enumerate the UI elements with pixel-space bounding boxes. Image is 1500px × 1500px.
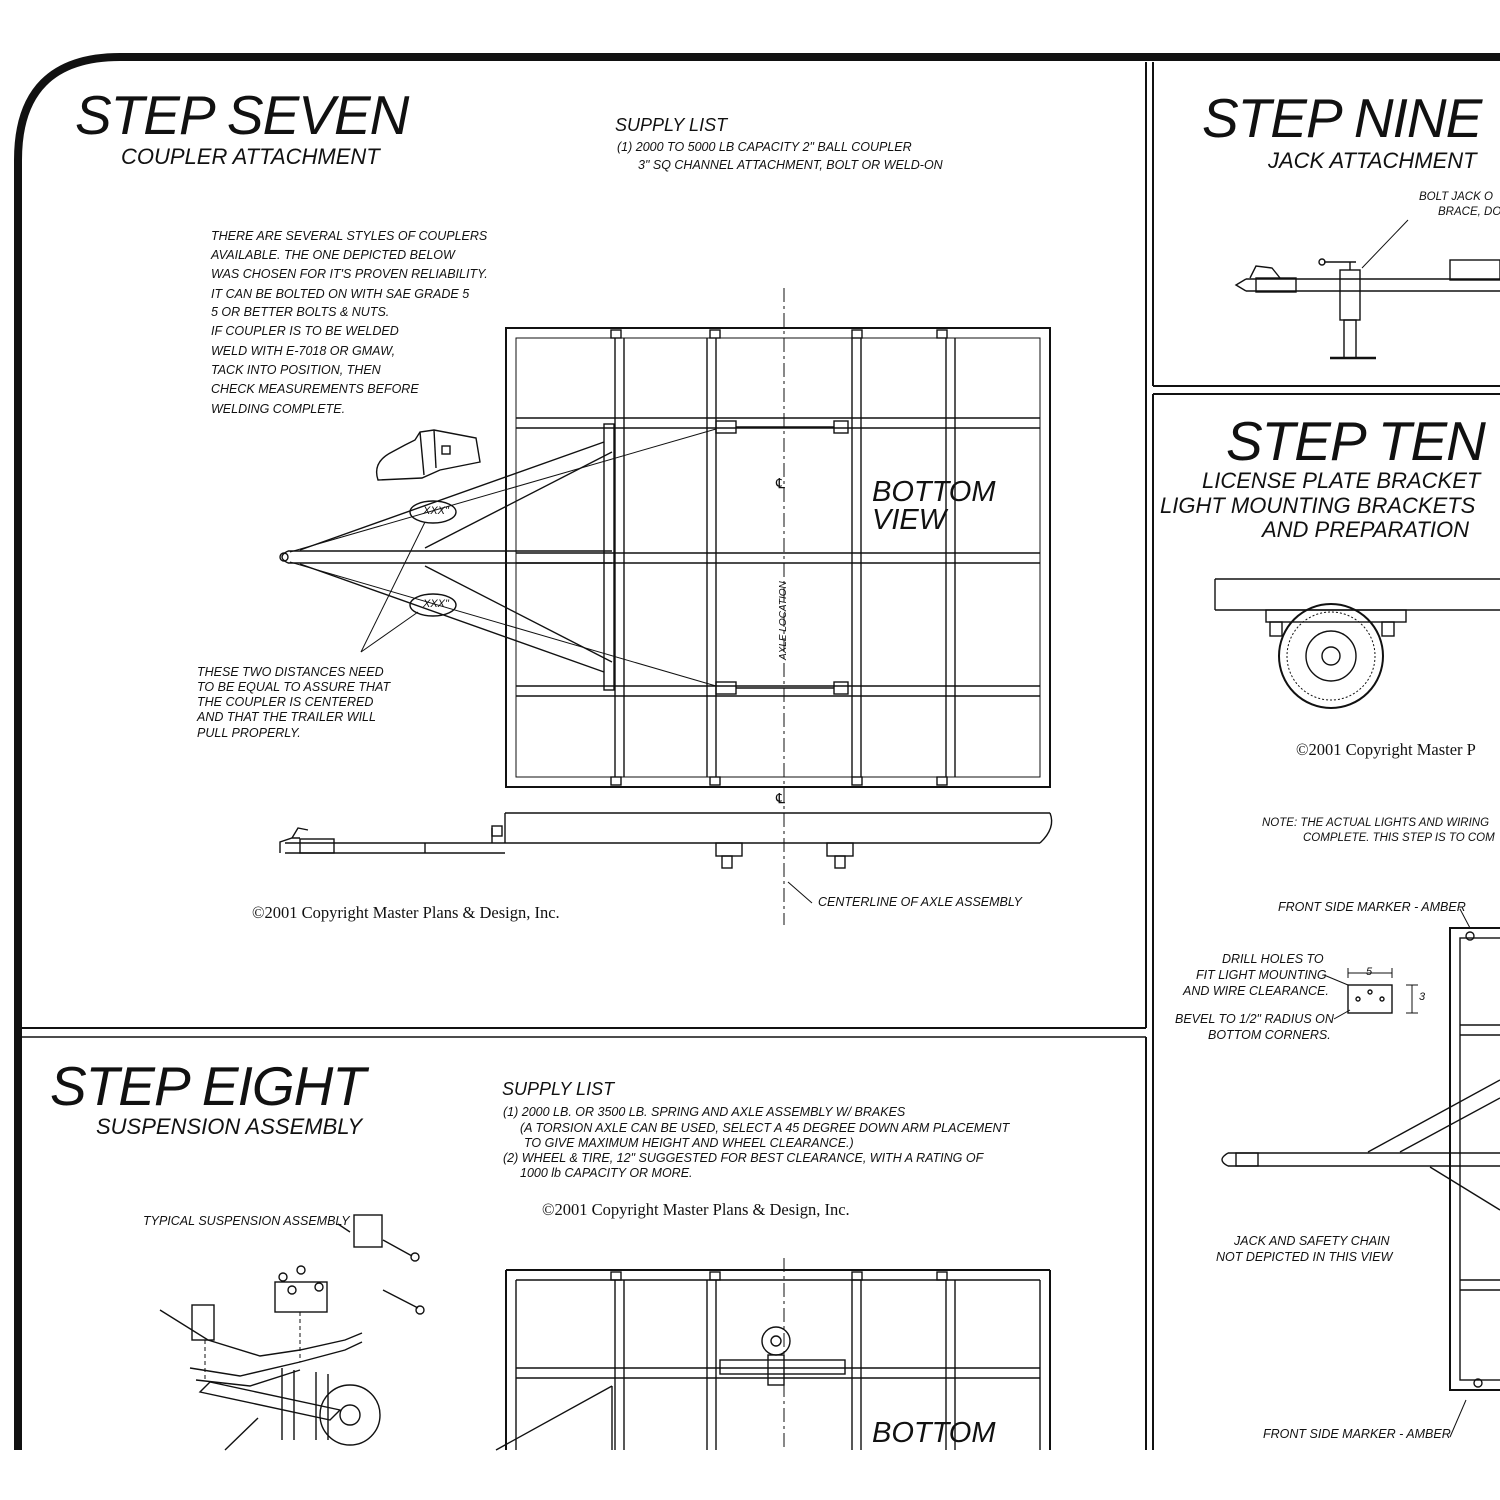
step-seven-supply-item: (1) 2000 TO 5000 LB CAPACITY 2" BALL COU…: [617, 140, 912, 154]
coupler-note-line: IT CAN BE BOLTED ON WITH SAE GRADE 5: [211, 287, 470, 301]
bevel-note-line: BOTTOM CORNERS.: [1208, 1028, 1331, 1042]
step-seven-supply-item: 3" SQ CHANNEL ATTACHMENT, BOLT OR WELD-O…: [638, 158, 943, 172]
front-side-marker-label: FRONT SIDE MARKER - AMBER: [1263, 1427, 1451, 1441]
coupler-note-line: AVAILABLE. THE ONE DEPICTED BELOW: [211, 248, 455, 262]
distance-note-line: THE COUPLER IS CENTERED: [197, 695, 374, 709]
coupler-note-line: CHECK MEASUREMENTS BEFORE: [211, 382, 419, 396]
jack-callout-line: BOLT JACK O: [1419, 191, 1493, 203]
coupler-note-line: THERE ARE SEVERAL STYLES OF COUPLERS: [211, 229, 488, 243]
centerline-symbol: ℄: [776, 475, 785, 491]
step-ten-copyright: ©2001 Copyright Master P: [1296, 740, 1476, 759]
jack-chain-note-line: JACK AND SAFETY CHAIN: [1234, 1234, 1390, 1248]
step-seven-supply-heading: SUPPLY LIST: [615, 115, 728, 135]
step-seven-title: STEP SEVEN: [75, 84, 409, 146]
step-ten-subtitle-line: LICENSE PLATE BRACKET: [1202, 468, 1481, 493]
step-eight-supply-item: TO GIVE MAXIMUM HEIGHT AND WHEEL CLEARAN…: [524, 1136, 854, 1150]
typical-suspension-label: TYPICAL SUSPENSION ASSEMBLY: [143, 1214, 350, 1228]
drill-holes-line: DRILL HOLES TO: [1222, 952, 1324, 966]
distance-note-line: TO BE EQUAL TO ASSURE THAT: [197, 680, 391, 694]
coupler-note-line: 5 OR BETTER BOLTS & NUTS.: [211, 305, 390, 319]
step-ten-note-line: COMPLETE. THIS STEP IS TO COM: [1303, 832, 1495, 844]
distance-note-line: AND THAT THE TRAILER WILL: [197, 710, 376, 724]
step-eight-subtitle: SUSPENSION ASSEMBLY: [96, 1114, 363, 1139]
step-nine-jack-drawing: [1234, 219, 1500, 360]
coupler-note-line: IF COUPLER IS TO BE WELDED: [211, 324, 399, 338]
centerline-symbol: ℄: [776, 790, 785, 806]
bevel-note-line: BEVEL TO 1/2" RADIUS ON: [1175, 1012, 1334, 1026]
bottom-view-label: BOTTOM: [872, 1417, 996, 1449]
step-eight-supply-item: (2) WHEEL & TIRE, 12" SUGGESTED FOR BEST…: [503, 1151, 984, 1165]
step-eight-supply-heading: SUPPLY LIST: [502, 1079, 615, 1099]
step-seven-frame-bottom-view: [279, 288, 1053, 925]
drill-holes-line: AND WIRE CLEARANCE.: [1183, 984, 1329, 998]
distance-label: XXX": [423, 505, 449, 517]
distance-label: XXX": [423, 598, 449, 610]
coupler-note-line: WELDING COMPLETE.: [211, 402, 346, 416]
axle-location-label: AXLE LOCATION: [778, 581, 789, 660]
step-seven-copyright: ©2001 Copyright Master Plans & Design, I…: [252, 903, 560, 922]
bottom-view-label: BOTTOM: [872, 476, 996, 508]
distance-note-line: PULL PROPERLY.: [197, 726, 301, 740]
jack-callout-line: BRACE, DO: [1438, 206, 1500, 218]
drill-holes-line: FIT LIGHT MOUNTING: [1196, 968, 1327, 982]
step-seven-subtitle: COUPLER ATTACHMENT: [121, 144, 380, 169]
coupler-note-line: WAS CHOSEN FOR IT'S PROVEN RELIABILITY.: [211, 267, 488, 281]
front-side-marker-label: FRONT SIDE MARKER - AMBER: [1278, 900, 1466, 914]
step-eight-drawings: [159, 1214, 1051, 1451]
coupler-note-line: TACK INTO POSITION, THEN: [211, 363, 381, 377]
centerline-callout: CENTERLINE OF AXLE ASSEMBLY: [818, 895, 1023, 909]
coupler-note-line: WELD WITH E-7018 OR GMAW,: [211, 344, 396, 358]
step-nine-subtitle: JACK ATTACHMENT: [1268, 148, 1477, 173]
dimension-height: 3: [1419, 991, 1426, 1003]
step-nine-title: STEP NINE: [1202, 87, 1482, 149]
step-eight-supply-item: (A TORSION AXLE CAN BE USED, SELECT A 45…: [520, 1121, 1010, 1135]
step-ten-note-line: NOTE: THE ACTUAL LIGHTS AND WIRING: [1262, 817, 1490, 829]
distance-note-line: THESE TWO DISTANCES NEED: [197, 665, 384, 679]
step-ten-title: STEP TEN: [1226, 410, 1486, 472]
jack-chain-note-line: NOT DEPICTED IN THIS VIEW: [1216, 1250, 1393, 1264]
outer-border: [14, 53, 1500, 1450]
step-ten-subtitle-line: AND PREPARATION: [1262, 517, 1469, 542]
step-ten-subtitle-line: LIGHT MOUNTING BRACKETS: [1160, 493, 1476, 518]
step-eight-copyright: ©2001 Copyright Master Plans & Design, I…: [542, 1200, 850, 1219]
step-eight-supply-item: (1) 2000 LB. OR 3500 LB. SPRING AND AXLE…: [503, 1105, 906, 1119]
step-eight-title: STEP EIGHT: [50, 1055, 366, 1117]
dimension-width: 5: [1366, 966, 1373, 978]
step-eight-supply-item: 1000 lb CAPACITY OR MORE.: [520, 1166, 693, 1180]
bottom-view-label: VIEW: [872, 504, 947, 536]
step-ten-drawings: [1214, 578, 1500, 1438]
